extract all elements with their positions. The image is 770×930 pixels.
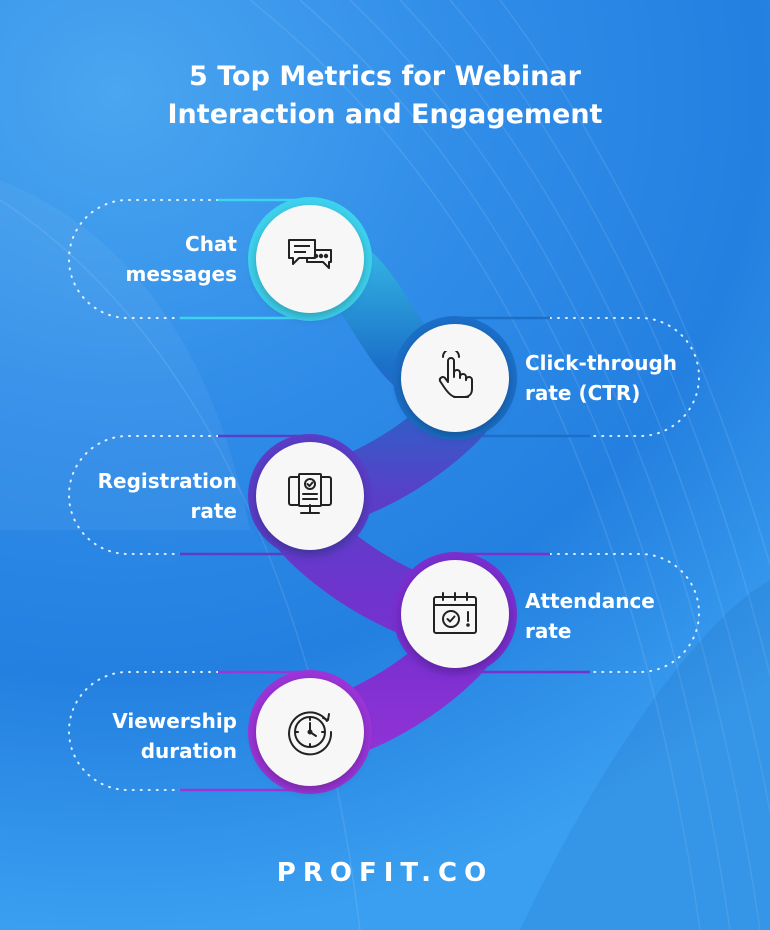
title-line-2: Interaction and Engagement — [167, 99, 603, 130]
metric-label-chat-messages: Chat messages — [125, 232, 238, 286]
brand-logo: PROFIT.CO — [276, 858, 494, 888]
metric-label-click-through-rate: Click-through rate (CTR) — [525, 351, 678, 405]
stopwatch-icon — [288, 711, 333, 756]
pointing-hand-icon — [438, 351, 473, 398]
metric-circle-attendance-rate — [401, 560, 509, 668]
metric-circle-registration-rate — [256, 442, 364, 550]
outline-4 — [549, 553, 700, 673]
outline-1 — [68, 199, 219, 319]
outline-2 — [549, 317, 700, 437]
outline-5 — [68, 671, 219, 791]
metric-circle-viewership-duration — [256, 678, 364, 786]
page-title: 5 Top Metrics for Webinar Interaction an… — [0, 58, 770, 134]
calendar-check-icon — [433, 592, 477, 634]
metric-label-viewership-duration: Viewership duration — [112, 709, 237, 763]
metric-label-registration-rate: Registration rate — [97, 469, 237, 523]
metric-circle-chat-messages — [256, 205, 364, 313]
outline-3 — [68, 435, 219, 555]
title-line-1: 5 Top Metrics for Webinar — [189, 61, 581, 92]
metric-circle-click-through-rate — [401, 324, 509, 432]
chat-bubbles-icon — [288, 239, 332, 269]
registration-monitor-icon — [288, 473, 332, 514]
metric-label-attendance-rate: Attendance rate — [525, 589, 655, 643]
